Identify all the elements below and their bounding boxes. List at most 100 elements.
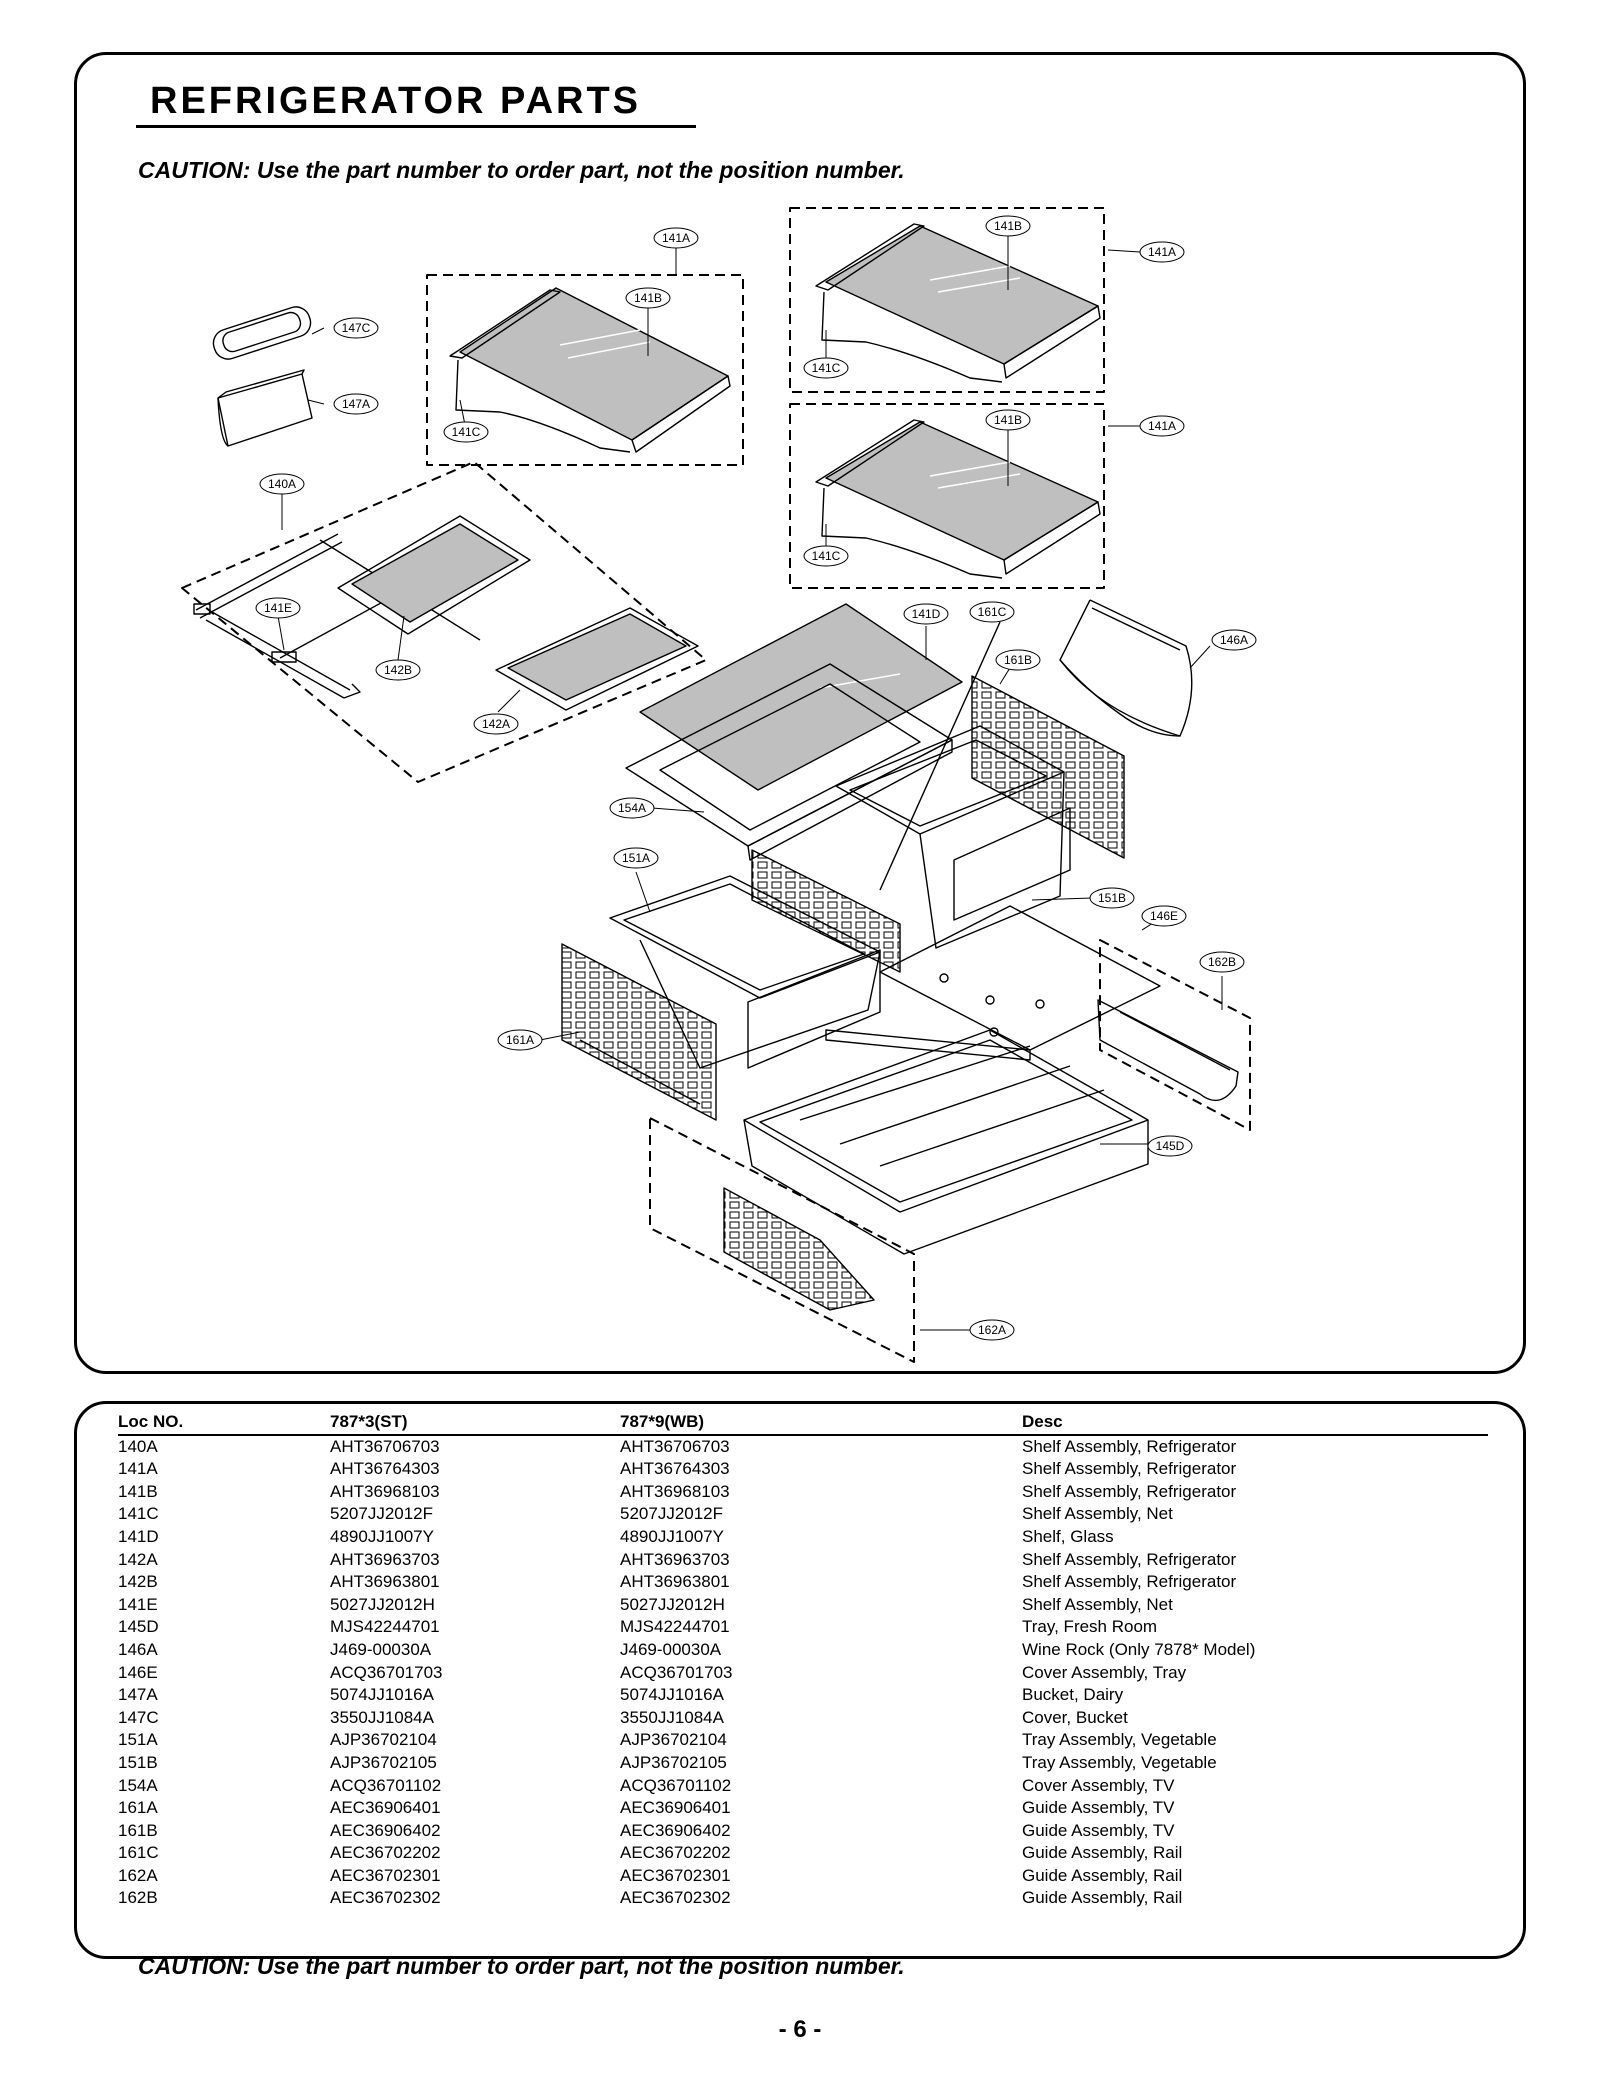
- cell-desc: Cover Assembly, TV: [1022, 1775, 1175, 1795]
- cell-part-wb: AHT36963703: [620, 1549, 730, 1569]
- callout-141c: 141C: [803, 357, 849, 379]
- group-box-shelf-left: [426, 274, 744, 466]
- group-box-folding-shelf: [181, 461, 707, 783]
- guide-assembly-161c: [751, 621, 1001, 973]
- cell-part-wb: 5027JJ2012H: [620, 1594, 725, 1614]
- cell-loc-no: 154A: [118, 1775, 158, 1795]
- svg-text:151A: 151A: [622, 851, 650, 865]
- svg-text:142B: 142B: [384, 663, 412, 677]
- cell-part-st: AEC36702302: [330, 1888, 441, 1908]
- callout-161b: 161B: [995, 649, 1041, 671]
- cell-loc-no: 161A: [118, 1798, 158, 1818]
- callout-141b: 141B: [985, 409, 1031, 431]
- cell-part-st: AJP36702104: [330, 1730, 437, 1750]
- guide-rail-162a: [723, 1187, 875, 1311]
- callout-154a: 154A: [609, 797, 655, 819]
- glass-shelf-142a: [495, 607, 699, 711]
- bucket-cover-147c: [212, 306, 312, 360]
- cell-part-st: AHT36764303: [330, 1459, 440, 1479]
- svg-text:145D: 145D: [1156, 1139, 1185, 1153]
- svg-text:147A: 147A: [342, 397, 370, 411]
- cell-loc-no: 146E: [118, 1662, 158, 1682]
- svg-text:161A: 161A: [506, 1033, 534, 1047]
- cell-desc: Guide Assembly, Rail: [1022, 1888, 1183, 1908]
- cell-part-wb: AEC36702302: [620, 1888, 731, 1908]
- cell-part-st: AEC36702202: [330, 1843, 441, 1863]
- svg-text:141B: 141B: [634, 291, 662, 305]
- cell-part-wb: AJP36702104: [620, 1730, 727, 1750]
- group-box-shelf-upper-right: [789, 207, 1105, 393]
- glass-shelf-142b: [337, 515, 531, 635]
- callout-141a: 141A: [1139, 415, 1185, 437]
- callout-141c: 141C: [443, 421, 489, 443]
- svg-text:162A: 162A: [978, 1323, 1006, 1337]
- callout-labels: 141A 141B 141C 141B 141A 141C 141B 141A …: [255, 215, 1257, 1341]
- glass-shelf-141d: [639, 603, 963, 791]
- exploded-parts-diagram: 141A 141B 141C 141B 141A 141C 141B 141A …: [181, 207, 1257, 1363]
- cell-loc-no: 151B: [118, 1752, 158, 1772]
- cell-part-wb: AHT36764303: [620, 1459, 730, 1479]
- svg-text:146E: 146E: [1150, 909, 1178, 923]
- shelf-assembly-141-lower-right: [815, 419, 1101, 579]
- cell-desc: Shelf Assembly, Net: [1022, 1594, 1173, 1614]
- cell-part-st: MJS42244701: [330, 1617, 440, 1637]
- table-header-row: Loc NO. 787*3(ST) 787*9(WB) Desc: [118, 1411, 1488, 1436]
- callout-161a: 161A: [497, 1029, 543, 1051]
- cell-desc: Shelf Assembly, Refrigerator: [1022, 1436, 1237, 1456]
- svg-text:146A: 146A: [1220, 633, 1248, 647]
- svg-text:141C: 141C: [812, 361, 841, 375]
- svg-text:141C: 141C: [452, 425, 481, 439]
- cell-part-wb: 4890JJ1007Y: [620, 1526, 724, 1546]
- page-title: REFRIGERATOR PARTS: [150, 80, 642, 122]
- svg-text:142A: 142A: [482, 717, 510, 731]
- cell-part-st: 4890JJ1007Y: [330, 1526, 434, 1546]
- cell-loc-no: 151A: [118, 1730, 158, 1750]
- cell-part-st: AEC36702301: [330, 1865, 441, 1885]
- cell-part-st: AJP36702105: [330, 1752, 437, 1772]
- cell-part-st: 5074JJ1016A: [330, 1685, 434, 1705]
- cell-loc-no: 145D: [118, 1617, 159, 1637]
- cell-part-wb: AHT36706703: [620, 1436, 730, 1456]
- cell-loc-no: 142A: [118, 1549, 158, 1569]
- callout-141b: 141B: [985, 215, 1031, 237]
- svg-text:141B: 141B: [994, 219, 1022, 233]
- cell-desc: Guide Assembly, Rail: [1022, 1865, 1183, 1885]
- shelf-assembly-141-left: [449, 287, 731, 453]
- svg-text:141C: 141C: [812, 549, 841, 563]
- cell-desc: Shelf Assembly, Refrigerator: [1022, 1549, 1237, 1569]
- cell-loc-no: 162A: [118, 1865, 158, 1885]
- cell-part-wb: AJP36702105: [620, 1752, 727, 1772]
- cell-loc-no: 147A: [118, 1685, 158, 1705]
- svg-text:161C: 161C: [978, 605, 1007, 619]
- guide-assembly-161a: [561, 943, 717, 1121]
- cell-part-wb: AEC36702202: [620, 1843, 731, 1863]
- vegetable-tray-151b: [835, 725, 1071, 949]
- cell-part-st: AHT36963703: [330, 1549, 440, 1569]
- svg-text:154A: 154A: [618, 801, 646, 815]
- cell-loc-no: 161B: [118, 1820, 158, 1840]
- fresh-room-tray-145d: [743, 1029, 1149, 1255]
- callout-147a: 147A: [333, 393, 379, 415]
- callout-142b: 142B: [375, 659, 421, 681]
- cell-loc-no: 141D: [118, 1526, 159, 1546]
- callout-leaders: [277, 236, 1223, 1331]
- svg-text:147C: 147C: [342, 321, 371, 335]
- cell-part-st: AHT36706703: [330, 1436, 440, 1456]
- svg-text:161B: 161B: [1004, 653, 1032, 667]
- callout-141a: 141A: [1139, 241, 1185, 263]
- cell-part-wb: ACQ36701102: [620, 1775, 732, 1795]
- callout-141d: 141D: [903, 603, 949, 625]
